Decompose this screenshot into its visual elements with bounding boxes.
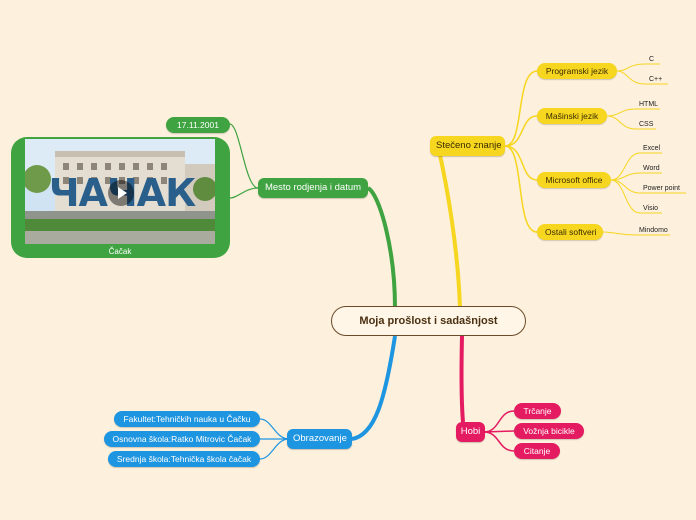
leaf-excel[interactable]: Excel (643, 145, 661, 152)
leaf-visio[interactable]: Visio (643, 205, 659, 212)
photo-caption: Čačak (108, 247, 132, 256)
root-topic[interactable]: Moja prošlost i sadašnjost (331, 306, 526, 336)
topic-mesto-rodjenja[interactable]: Mesto rodjenja i datum (258, 178, 368, 198)
hobi-item-voznja-bicikle[interactable]: Vožnja bicikle (514, 423, 584, 439)
leaf-power-point[interactable]: Power point (643, 185, 680, 192)
hobi-item-citanje[interactable]: Citanje (514, 443, 560, 459)
topic-obrazovanje[interactable]: Obrazovanje (287, 429, 352, 449)
leaf-html[interactable]: HTML (639, 101, 659, 108)
topic-hobi[interactable]: Hobi (456, 422, 485, 442)
leaf-css[interactable]: CSS (639, 121, 654, 128)
subtopic-ostali-softveri[interactable]: Ostali softveri (537, 224, 603, 240)
leaf-mindomo[interactable]: Mindomo (639, 227, 668, 234)
play-icon[interactable] (108, 180, 134, 206)
leaf-cpp[interactable]: C++ (649, 76, 663, 83)
date-node[interactable]: 17.11.2001 (166, 117, 230, 133)
obrazovanje-item-osnovna[interactable]: Osnovna škola:Ratko Mitrovic Čačak (104, 431, 260, 447)
topic-steceno-znanje[interactable]: Stečeno znanje (430, 136, 505, 156)
obrazovanje-item-srednja[interactable]: Srednja škola:Tehnička škola čačak (108, 451, 260, 467)
subtopic-masinski-jezik[interactable]: Mašinski jezik (537, 108, 607, 124)
subtopic-microsoft-office[interactable]: Microsoft office (537, 172, 611, 188)
leaf-c[interactable]: C (649, 56, 655, 63)
leaf-word[interactable]: Word (643, 165, 660, 172)
obrazovanje-item-fakultet[interactable]: Fakultet:Tehničkih nauka u Čačku (114, 411, 260, 427)
subtopic-programski-jezik[interactable]: Programski jezik (537, 63, 617, 79)
hobi-item-trcanje[interactable]: Trčanje (514, 403, 561, 419)
